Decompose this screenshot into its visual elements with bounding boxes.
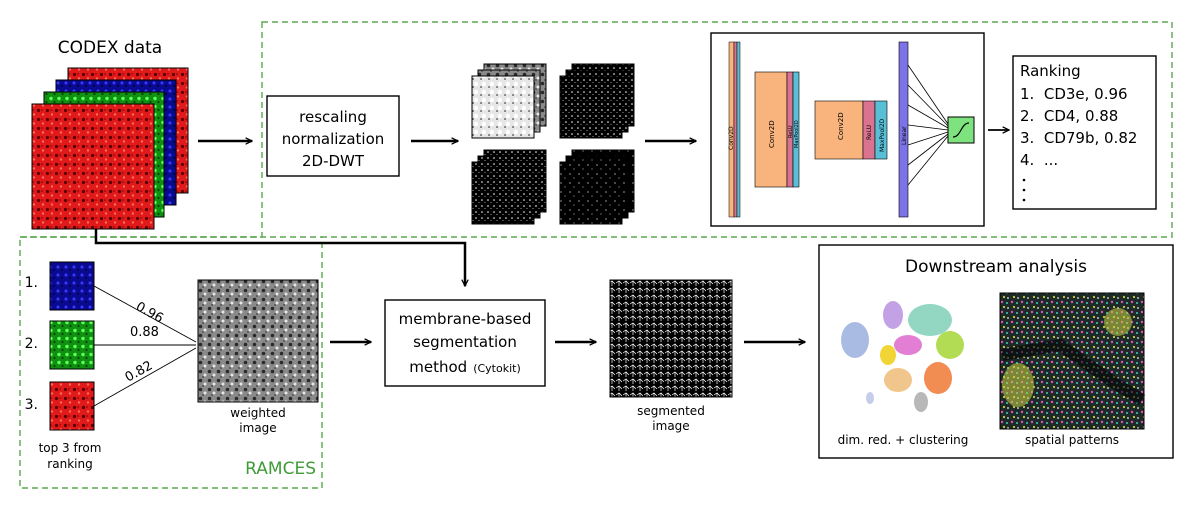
weighted-image bbox=[197, 279, 319, 403]
cnn-layer-3 bbox=[814, 100, 888, 160]
segmentation-method-word: method bbox=[409, 358, 467, 376]
codex-title: CODEX data bbox=[58, 38, 162, 58]
ramces-label: RAMCES bbox=[245, 459, 316, 479]
preprocess-box bbox=[266, 95, 400, 177]
weighted-image-label-1: weighted bbox=[230, 406, 285, 420]
cnn-layer-2 bbox=[754, 71, 800, 188]
cnn-pool1-label: MaxPool2D bbox=[794, 120, 800, 148]
cnn-pool2-label: MaxPool2D bbox=[879, 118, 886, 152]
wavelet-stack-ll bbox=[471, 63, 547, 139]
segmentation-line-2: segmentation bbox=[413, 333, 517, 351]
ramces-weight-lines bbox=[93, 285, 197, 407]
cnn-linear-label: Linear bbox=[901, 126, 908, 145]
cnn-relu1-label: ReLU bbox=[788, 125, 794, 138]
preprocess-line-1: rescaling bbox=[299, 108, 367, 126]
segmentation-line-1: membrane-based bbox=[399, 310, 532, 328]
downstream-title: Downstream analysis bbox=[905, 257, 1087, 277]
codex-image-stack bbox=[31, 67, 189, 230]
ramces-channel-2-image bbox=[49, 320, 95, 370]
ranking-title: Ranking bbox=[1020, 62, 1081, 80]
ranking-vertical-ellipsis bbox=[1022, 178, 1026, 202]
wavelet-stack-hl bbox=[471, 149, 547, 225]
ramces-weight-3: 0.82 bbox=[123, 358, 156, 385]
ramces-weight-2: 0.88 bbox=[130, 325, 159, 340]
cnn-linear-layer bbox=[898, 41, 909, 218]
ramces-channel-3-image bbox=[49, 381, 95, 431]
ramces-top3-line-2: ranking bbox=[47, 457, 92, 471]
ranking-box bbox=[1012, 55, 1157, 210]
spatial-pattern-regions bbox=[1000, 308, 1146, 407]
ramces-channel-3-number: 3. bbox=[25, 397, 38, 413]
cnn-relu2-label: ReLU bbox=[866, 125, 873, 140]
ranking-item-3: 3. CD79b, 0.82 bbox=[1020, 129, 1137, 147]
segmented-image bbox=[609, 279, 733, 398]
segmentation-method-box bbox=[384, 299, 546, 387]
ranking-item-2: 2. CD4, 0.88 bbox=[1020, 107, 1118, 125]
segmented-image-label-2: image bbox=[652, 419, 689, 433]
cnn-conv1-label: Conv2D bbox=[728, 126, 735, 150]
spatial-pattern-caption: spatial patterns bbox=[1025, 433, 1119, 447]
wavelet-stack-hh bbox=[559, 149, 635, 225]
ramces-channel-1-image bbox=[49, 261, 95, 311]
ramces-channel-1-number: 1. bbox=[25, 275, 38, 291]
cnn-conv2-label: Conv2D bbox=[768, 120, 776, 148]
ramces-channel-2-number: 2. bbox=[25, 336, 38, 352]
cnn-layer-1 bbox=[728, 41, 741, 218]
cnn-fan-connections bbox=[907, 64, 949, 186]
weighted-image-label-2: image bbox=[239, 421, 276, 435]
wavelet-stack-lh bbox=[559, 63, 635, 139]
ramces-top3-line-1: top 3 from bbox=[39, 441, 102, 455]
umap-caption: dim. red. + clustering bbox=[838, 433, 969, 447]
sigmoid-icon bbox=[952, 122, 970, 138]
umap-cluster-plot bbox=[841, 301, 964, 412]
cnn-conv3-label: Conv2D bbox=[837, 112, 845, 140]
preprocess-line-3: 2D-DWT bbox=[302, 152, 365, 170]
segmentation-line-3: method (Cytokit) bbox=[409, 358, 521, 376]
ranking-item-4: 4. ... bbox=[1020, 151, 1058, 169]
preprocess-line-2: normalization bbox=[282, 130, 385, 148]
ranking-item-1: 1. CD3e, 0.96 bbox=[1020, 85, 1128, 103]
segmented-image-label-1: segmented bbox=[637, 404, 705, 418]
arrow-codex-to-segmentation bbox=[94, 229, 465, 286]
segmentation-cytokit-label: (Cytokit) bbox=[473, 362, 521, 375]
